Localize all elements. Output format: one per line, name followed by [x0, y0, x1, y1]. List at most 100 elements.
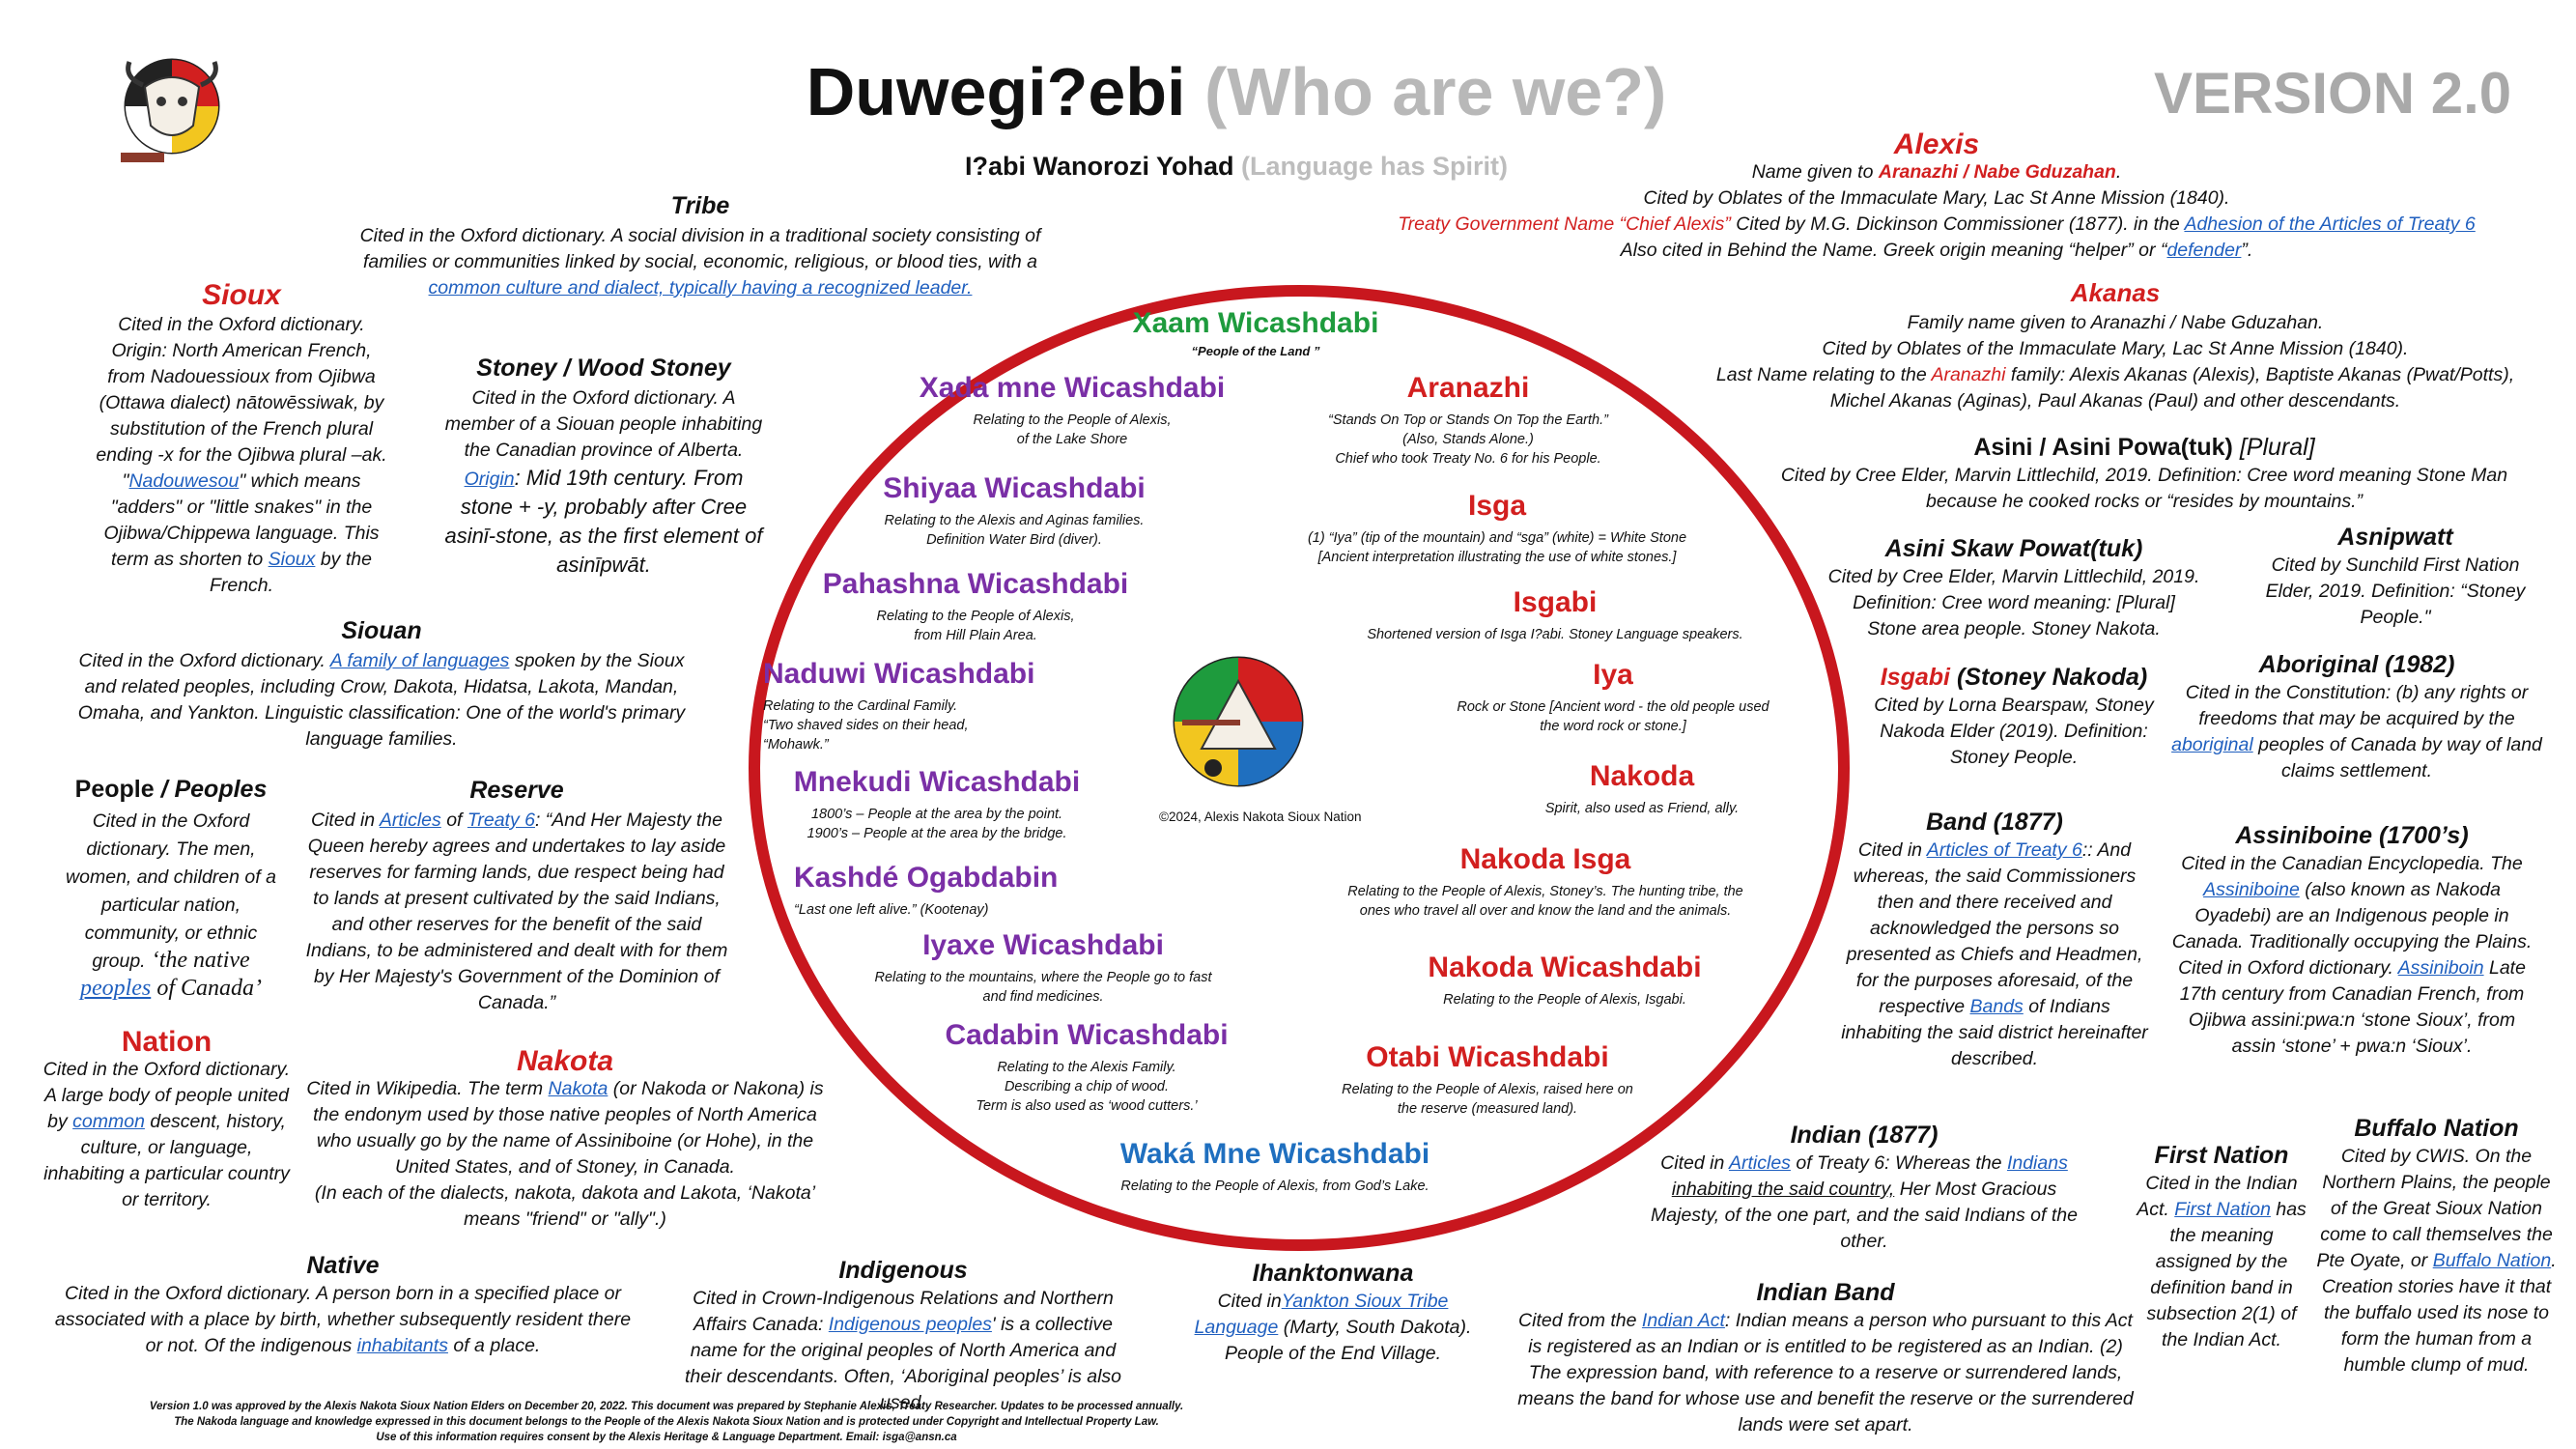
ihanktonwana-link[interactable]: Yankton Sioux Tribe Language — [1194, 1291, 1449, 1338]
title-main: Duwegi?ebi — [806, 54, 1186, 129]
alexis-line-4: Also cited in Behind the Name. Greek ori… — [1333, 238, 2540, 264]
indigenous-link[interactable]: Indigenous peoples — [828, 1314, 992, 1335]
indian-text-3: Her Most Gracious Majesty, of the one pa… — [1651, 1179, 2078, 1252]
nation-title: Nation — [121, 1026, 212, 1058]
assiniboine-link-2[interactable]: Assiniboin — [2397, 957, 2484, 979]
first-nation-title: First Nation — [2154, 1142, 2289, 1169]
mnekudi-desc-1: 1800’s – People at the area by the point… — [810, 807, 1063, 822]
alexis-l4b[interactable]: defender — [2166, 240, 2242, 261]
footer-line-3: Use of this information requires consent… — [376, 1432, 957, 1443]
xaam-wicashdabi: Xaam Wicashdabi “People of the Land ” — [1014, 307, 1497, 361]
naduwi-desc-3: “Mohawk.” — [763, 737, 829, 753]
xada-mne-wicashdabi: Xada mne Wicashdabi Relating to the Peop… — [860, 372, 1285, 449]
cadabin-name: Cadabin Wicashdabi — [945, 1019, 1229, 1051]
tribe-text: Cited in the Oxford dictionary. A social… — [359, 225, 1041, 272]
sioux-entry: Sioux Cited in the Oxford dictionary. Or… — [92, 281, 391, 599]
indian-text-2: of Treaty 6: Whereas the — [1796, 1152, 2002, 1174]
sioux-text-1: Cited in the Oxford dictionary. Origin: … — [96, 314, 387, 492]
mnekudi-wicashdabi: Mnekudi Wicashdabi 1800’s – People at th… — [744, 766, 1130, 843]
indian-link-3[interactable]: inhabiting the said country, — [1671, 1179, 1895, 1200]
ihanktonwana-text-2: (Marty, South Dakota). People of the End… — [1224, 1317, 1472, 1364]
asini-title: Asini / Asini Powa(tuk) [Plural] — [1758, 435, 2531, 461]
tribe-link[interactable]: common culture and dialect, typically ha… — [428, 277, 973, 298]
indian-link-2[interactable]: Indians — [2006, 1152, 2068, 1174]
alexis-l3c[interactable]: Adhesion of the Articles of Treaty 6 — [2184, 213, 2476, 235]
otabi-desc-2: the reserve (measured land). — [1397, 1101, 1578, 1117]
alexis-l4a: Also cited in Behind the Name. Greek ori… — [1620, 240, 2167, 261]
indian-band-title: Indian Band — [1756, 1279, 1895, 1306]
isga-name: Isga — [1467, 490, 1527, 522]
native-link[interactable]: inhabitants — [356, 1335, 448, 1356]
reserve-text-2: of — [446, 810, 463, 831]
people-quote-1: ‘the native — [151, 948, 250, 973]
people-title: People / Peoples — [60, 776, 282, 803]
otabi-name: Otabi Wicashdabi — [1366, 1041, 1609, 1073]
aranazhi-desc-1: “Stands On Top or Stands On Top the Eart… — [1328, 412, 1608, 428]
aranazhi: Aranazhi “Stands On Top or Stands On Top… — [1285, 372, 1652, 469]
page-title: Duwegi?ebi (Who are we?) — [744, 53, 1729, 130]
nakota-link[interactable]: Nakota — [548, 1078, 609, 1099]
indigenous-title: Indigenous — [838, 1257, 968, 1284]
medicine-wheel-icon — [1173, 656, 1304, 787]
indian-link-1[interactable]: Articles — [1729, 1152, 1791, 1174]
first-nation-text-2: has the meaning assigned by the definiti… — [2146, 1199, 2307, 1350]
akanas-l3c: family: Alexis Akanas (Alexis), Baptiste… — [2010, 364, 2515, 385]
reserve-text-3: : “And Her Majesty the Queen hereby agre… — [305, 810, 728, 1013]
sioux-link-2[interactable]: Sioux — [268, 549, 316, 570]
band-link-1[interactable]: Articles of Treaty 6 — [1926, 839, 2082, 861]
alexis-l3a: Treaty Government Name “Chief Alexis” — [1398, 213, 1731, 235]
cadabin-desc-2: Describing a chip of wood. — [1004, 1079, 1170, 1094]
alexis-l1c: . — [2115, 161, 2122, 183]
pahashna-name: Pahashna Wicashdabi — [822, 568, 1129, 600]
nation-link[interactable]: common — [72, 1111, 145, 1132]
akanas-line-3: Last Name relating to the Aranazhi famil… — [1661, 362, 2569, 388]
kashde-name: Kashdé Ogabdabin — [794, 862, 1059, 894]
indian-title: Indian (1877) — [1790, 1122, 1939, 1149]
nakota-text-3: (In each of the dialects, nakota, dakota… — [314, 1182, 816, 1230]
nakota-text-2: (or Nakoda or Nakona) is the endonym use… — [313, 1078, 824, 1178]
alexis-title: Alexis — [1893, 128, 1980, 160]
people-title-2: / Peoples — [160, 776, 268, 803]
buffalo-nation-link[interactable]: Buffalo Nation — [2432, 1250, 2552, 1271]
alexis-l1b: Aranazhi / Nabe Gduzahan — [1878, 161, 2116, 183]
first-nation-link[interactable]: First Nation — [2174, 1199, 2271, 1220]
naduwi-desc-2: “Two shaved sides on their head, — [763, 718, 969, 733]
reserve-link-1[interactable]: Articles — [379, 810, 441, 831]
band-link-2[interactable]: Bands — [1969, 996, 2024, 1017]
akanas-title: Akanas — [2070, 278, 2161, 307]
nakoda-wicashdabi: Nakoda Wicashdabi Relating to the People… — [1352, 952, 1777, 1009]
title-sub: (Who are we?) — [1203, 54, 1667, 129]
alexis-l4c: ”. — [2241, 240, 2253, 261]
kashde-ogabdabin: Kashdé Ogabdabin “Last one left alive.” … — [794, 862, 1122, 920]
stoney-link[interactable]: Origin — [464, 469, 515, 490]
isga-desc-1: (1) “Iya” (tip of the mountain) and “sga… — [1307, 530, 1687, 546]
aboriginal-text-2: peoples of Canada by way of land claims … — [2258, 734, 2542, 781]
sioux-link-1[interactable]: Nadouwesou — [128, 470, 240, 492]
people-link[interactable]: peoples — [79, 976, 152, 1001]
asnipwatt-entry: Asnipwatt Cited by Sunchild First Nation… — [2246, 525, 2545, 631]
indian-text-1: Cited in — [1660, 1152, 1725, 1174]
isgabi-stoney-title: Isgabi (Stoney Nakoda) — [1874, 665, 2154, 691]
nakoda-desc: Spirit, also used as Friend, ally. — [1544, 801, 1740, 816]
people-text: Cited in the Oxford dictionary. The men,… — [66, 810, 276, 972]
indigenous-text-2: ' is a collective name for the original … — [684, 1314, 1122, 1413]
footer-line-1: Version 1.0 was approved by the Alexis N… — [149, 1401, 1184, 1412]
alexis-entry: Alexis Name given to Aranazhi / Nabe Gdu… — [1333, 128, 2540, 264]
nakoda-wic-name: Nakoda Wicashdabi — [1428, 952, 1702, 983]
mnekudi-name: Mnekudi Wicashdabi — [793, 766, 1081, 798]
isga: Isga (1) “Iya” (tip of the mountain) and… — [1246, 490, 1748, 567]
iyaxe-desc-2: and find medicines. — [982, 989, 1104, 1005]
nakoda-name: Nakoda — [1589, 760, 1695, 792]
shiyaa-wicashdabi: Shiyaa Wicashdabi Relating to the Alexis… — [802, 472, 1227, 550]
assiniboine-link-1[interactable]: Assiniboine — [2203, 879, 2300, 900]
kashde-desc: “Last one left alive.” (Kootenay) — [794, 902, 989, 918]
nation-entry: Nation Cited in the Oxford dictionary. A… — [39, 1026, 295, 1213]
native-entry: Native Cited in the Oxford dictionary. A… — [53, 1253, 633, 1359]
indian-band-link[interactable]: Indian Act — [1641, 1310, 1725, 1331]
reserve-link-2[interactable]: Treaty 6 — [467, 810, 535, 831]
siouan-link[interactable]: A family of languages — [329, 650, 510, 671]
aboriginal-link[interactable]: aboriginal — [2171, 734, 2253, 755]
iya-name: Iya — [1593, 659, 1633, 691]
iya-desc-1: Rock or Stone [Ancient word - the old pe… — [1457, 699, 1769, 715]
buffalo-nation-text-2: . Creation stories have it that the buff… — [2321, 1250, 2557, 1376]
